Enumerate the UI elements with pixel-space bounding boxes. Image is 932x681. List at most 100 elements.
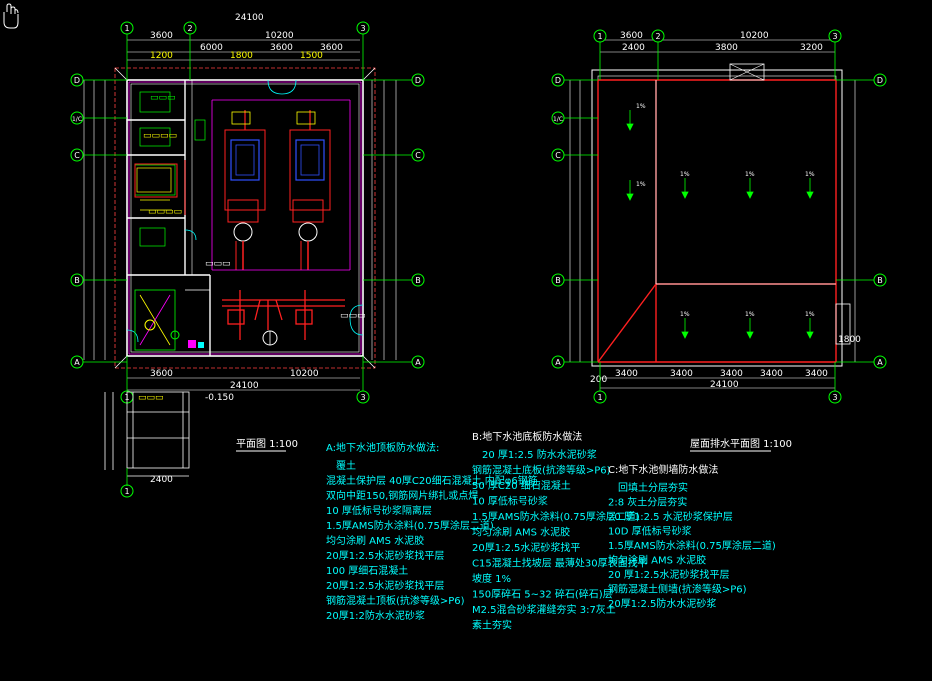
roof-drainage-plan[interactable]: 3600 10200 2400 3800 3200 3400 3400 3400… xyxy=(551,29,887,404)
svg-text:1%: 1% xyxy=(805,311,815,318)
roof-axis-bubble-top-1: 1 xyxy=(593,29,607,43)
svg-text:10200: 10200 xyxy=(290,369,319,379)
room-labels: ▭▭▭ ▭▭▭▭ ▭▭▭▭ ▭▭▭ ▭▭▭ xyxy=(143,93,366,321)
svg-text:B: B xyxy=(877,276,883,285)
svg-text:1%: 1% xyxy=(805,171,815,178)
svg-text:1%: 1% xyxy=(680,171,690,178)
svg-text:D: D xyxy=(555,76,561,85)
axis-bubble-top-1: 1 xyxy=(120,21,134,35)
svg-text:▭▭▭▭: ▭▭▭▭ xyxy=(148,207,182,217)
svg-text:C: C xyxy=(555,151,561,160)
svg-text:屋面排水平面图 1:100: 屋面排水平面图 1:100 xyxy=(690,437,792,450)
svg-text:▭▭▭: ▭▭▭ xyxy=(150,93,176,103)
pump-unit-right[interactable] xyxy=(289,110,331,270)
svg-text:1500: 1500 xyxy=(300,51,323,61)
axis-bubble-left-1/C: 1/C xyxy=(70,111,84,125)
plan-title: 平面图 1:100 xyxy=(236,438,298,452)
pump-unit-left[interactable] xyxy=(224,110,266,270)
entrance-extension[interactable] xyxy=(104,391,190,477)
roof-axis-bubble-left-A: A xyxy=(551,355,565,369)
svg-text:6000: 6000 xyxy=(200,43,223,53)
svg-text:C: C xyxy=(74,151,80,160)
svg-text:3800: 3800 xyxy=(715,43,738,53)
note-line: 20 厚1:2.5 水泥砂浆保护层 xyxy=(608,510,733,523)
note-heading: A:地下水池顶板防水做法: xyxy=(326,441,439,454)
roof-axis-bubble-right-B: B xyxy=(873,273,887,287)
axis-bubble-left-C: C xyxy=(70,148,84,162)
svg-text:D: D xyxy=(877,76,883,85)
svg-text:3400: 3400 xyxy=(670,369,693,379)
note-line: C15混凝土找坡层 最薄处30厚表面找平 xyxy=(472,557,648,570)
note-line: 100 厚细石混凝土 xyxy=(326,564,408,577)
svg-text:D: D xyxy=(415,76,421,85)
svg-text:C: C xyxy=(415,151,421,160)
note-line: 坡度 1% xyxy=(472,572,511,585)
svg-text:24100: 24100 xyxy=(235,13,264,23)
axis-bubble-extension: 1 xyxy=(120,484,134,498)
svg-text:10200: 10200 xyxy=(265,31,294,41)
roof-axis-bubble-left-C: C xyxy=(551,148,565,162)
svg-text:1%: 1% xyxy=(636,181,646,188)
floor-plan[interactable]: 24100 3600 10200 6000 3600 3600 1200 180… xyxy=(70,13,425,498)
svg-text:▭▭▭: ▭▭▭ xyxy=(205,259,231,269)
axis-bubble-right-A: A xyxy=(411,355,425,369)
plan-dimension-texts: 24100 3600 10200 6000 3600 3600 1200 180… xyxy=(150,13,343,391)
svg-text:-0.150: -0.150 xyxy=(205,393,234,403)
svg-text:3400: 3400 xyxy=(720,369,743,379)
svg-text:A: A xyxy=(415,358,421,367)
svg-text:1%: 1% xyxy=(745,311,755,318)
note-line: 1.5厚AMS防水涂料(0.75厚涂层二道) xyxy=(608,539,776,552)
svg-text:▭▭▭▭: ▭▭▭▭ xyxy=(143,131,177,141)
svg-text:3200: 3200 xyxy=(800,43,823,53)
roof-axis-bubble-left-1/C: 1/C xyxy=(551,111,565,125)
note-line: 20厚1:2.5水泥砂浆找平层 xyxy=(326,579,444,592)
note-line: 20厚1:2.5水泥砂浆找平层 xyxy=(326,549,444,562)
svg-text:▭▭▭: ▭▭▭ xyxy=(138,393,164,403)
axis-bubble-right-B: B xyxy=(411,273,425,287)
svg-text:1: 1 xyxy=(597,32,602,41)
note-line: 10 厚低标号砂浆 xyxy=(472,495,548,508)
note-line: 钢筋混凝土底板(抗渗等级>P6) xyxy=(472,464,611,477)
note-line: 20 厚1:2.5 防水水泥砂浆 xyxy=(482,448,597,461)
note-line: 均匀涂刷 AMS 水泥胶 xyxy=(608,554,706,567)
note-line: 20厚1:2防水水泥砂浆 xyxy=(326,609,425,622)
note-line: 150厚碎石 5~32 碎石(碎石)层 xyxy=(472,588,613,601)
note-line: 20 厚1:2.5水泥砂浆找平层 xyxy=(608,568,730,581)
svg-text:B: B xyxy=(74,276,80,285)
svg-text:1/C: 1/C xyxy=(553,116,563,123)
svg-text:1800: 1800 xyxy=(838,335,861,345)
axis-bubble-top-2: 2 xyxy=(183,21,197,35)
svg-text:B: B xyxy=(555,276,561,285)
note-line: 回填土分层夯实 xyxy=(618,481,688,494)
svg-text:1: 1 xyxy=(597,393,602,402)
svg-text:3600: 3600 xyxy=(620,31,643,41)
svg-text:1%: 1% xyxy=(680,311,690,318)
svg-text:A: A xyxy=(877,358,883,367)
svg-text:2400: 2400 xyxy=(150,475,173,485)
svg-text:24100: 24100 xyxy=(710,380,739,390)
note-line: M2.5混合砂浆灌缝夯实 3:7灰土 xyxy=(472,603,616,616)
note-line: 混凝土保护层 40厚C20细石混凝土,内配φ6钢筋, xyxy=(326,474,541,487)
roof-axis-bubble-right-A: A xyxy=(873,355,887,369)
svg-text:▭▭▭: ▭▭▭ xyxy=(340,311,366,321)
axis-bubble-right-C: C xyxy=(411,148,425,162)
svg-text:D: D xyxy=(74,76,80,85)
axis-bubble-left-B: B xyxy=(70,273,84,287)
svg-text:3600: 3600 xyxy=(270,43,293,53)
svg-text:2: 2 xyxy=(655,32,660,41)
roof-axis-bubble-bottom-1: 1 xyxy=(593,390,607,404)
roof-title: 屋面排水平面图 1:100 xyxy=(690,437,792,452)
svg-text:B: B xyxy=(415,276,421,285)
roof-axis-bubble-left-D: D xyxy=(551,73,565,87)
note-line: 钢筋混凝土侧墙(抗渗等级>P6) xyxy=(608,583,747,596)
equipment-cluster-bottom-left[interactable] xyxy=(134,289,204,351)
svg-text:1/C: 1/C xyxy=(72,116,82,123)
pipe-manifold[interactable] xyxy=(222,290,345,340)
svg-text:1: 1 xyxy=(124,487,129,496)
note-line: 10D 厚低标号砂浆 xyxy=(608,525,692,538)
svg-text:3400: 3400 xyxy=(615,369,638,379)
svg-text:3: 3 xyxy=(360,24,365,33)
